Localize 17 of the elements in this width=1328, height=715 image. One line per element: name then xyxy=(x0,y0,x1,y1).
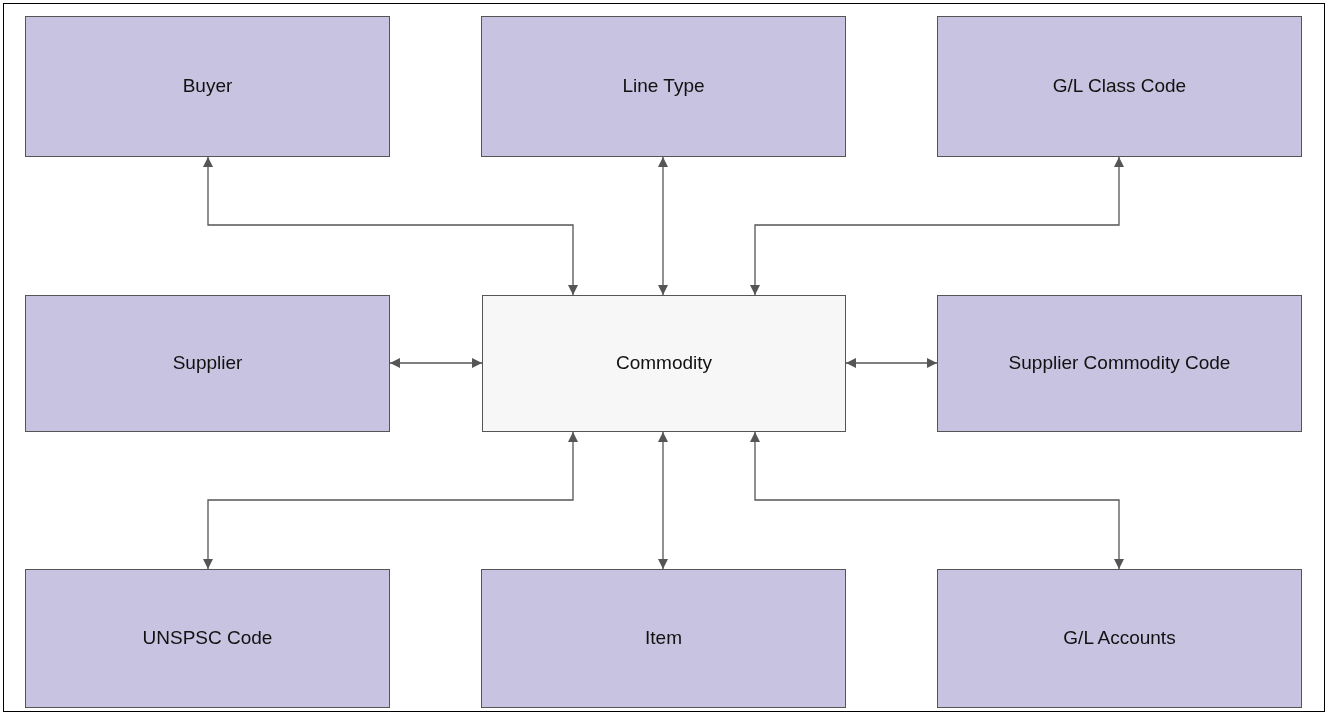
entity-box: UNSPSC Code xyxy=(25,569,390,708)
connector-arrow xyxy=(658,431,668,570)
entity-box: Item xyxy=(481,569,846,708)
central-entity-box: Commodity xyxy=(482,295,846,432)
entity-box: Supplier Commodity Code xyxy=(937,295,1302,432)
connector-arrow xyxy=(845,358,938,368)
connector-arrow xyxy=(750,431,1124,570)
connector-arrow xyxy=(203,431,578,570)
connector-arrow xyxy=(658,156,668,296)
connector-arrow xyxy=(389,358,483,368)
connector-arrow xyxy=(203,156,578,296)
entity-box: G/L Accounts xyxy=(937,569,1302,708)
connector-arrow xyxy=(750,156,1124,296)
entity-box: Line Type xyxy=(481,16,846,157)
entity-box: G/L Class Code xyxy=(937,16,1302,157)
entity-box: Supplier xyxy=(25,295,390,432)
entity-box: Buyer xyxy=(25,16,390,157)
